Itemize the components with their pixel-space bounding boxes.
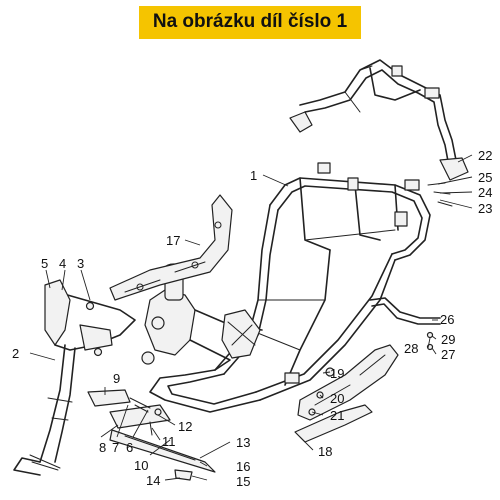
callout-9: 9 — [113, 371, 120, 386]
banner: Na obrázku díl číslo 1 — [0, 6, 500, 39]
callout-5: 5 — [41, 256, 48, 271]
callout-22: 22 — [478, 148, 492, 163]
callout-28: 28 — [404, 341, 418, 356]
side-bracket — [369, 297, 441, 351]
leader-lines — [29, 154, 473, 481]
callout-11: 11 — [162, 434, 176, 449]
callout-29: 29 — [441, 332, 455, 347]
front-shield-bracket — [13, 279, 136, 476]
callout-18: 18 — [318, 444, 332, 459]
footrest-bracket-right — [294, 344, 399, 443]
callout-25: 25 — [478, 170, 492, 185]
callout-7: 7 — [112, 440, 119, 455]
main-frame — [141, 162, 431, 413]
callout-13: 13 — [236, 435, 250, 450]
callout-15: 15 — [236, 474, 250, 489]
callout-12: 12 — [178, 419, 192, 434]
callout-19: 19 — [330, 366, 344, 381]
callout-23: 23 — [478, 201, 492, 216]
lower-front-brackets — [87, 389, 216, 481]
callout-8: 8 — [99, 440, 106, 455]
callout-4: 4 — [59, 256, 66, 271]
callout-26: 26 — [440, 312, 454, 327]
banner-title: Na obrázku díl číslo 1 — [138, 6, 362, 39]
callout-2: 2 — [12, 346, 19, 361]
callout-21: 21 — [330, 408, 344, 423]
callout-6: 6 — [126, 440, 133, 455]
callout-20: 20 — [330, 391, 344, 406]
callout-3: 3 — [77, 256, 84, 271]
callout-27: 27 — [441, 347, 455, 362]
footrest-bracket-left — [109, 194, 233, 301]
callout-24: 24 — [478, 185, 492, 200]
callout-14: 14 — [146, 473, 160, 488]
callout-17: 17 — [166, 233, 180, 248]
callout-1: 1 — [250, 168, 257, 183]
callout-16: 16 — [236, 459, 250, 474]
rear-carrier-frame — [289, 59, 469, 181]
callouts: 1 2 3 4 5 6 7 8 9 10 11 12 13 14 15 16 1… — [12, 148, 492, 489]
callout-10: 10 — [134, 458, 148, 473]
